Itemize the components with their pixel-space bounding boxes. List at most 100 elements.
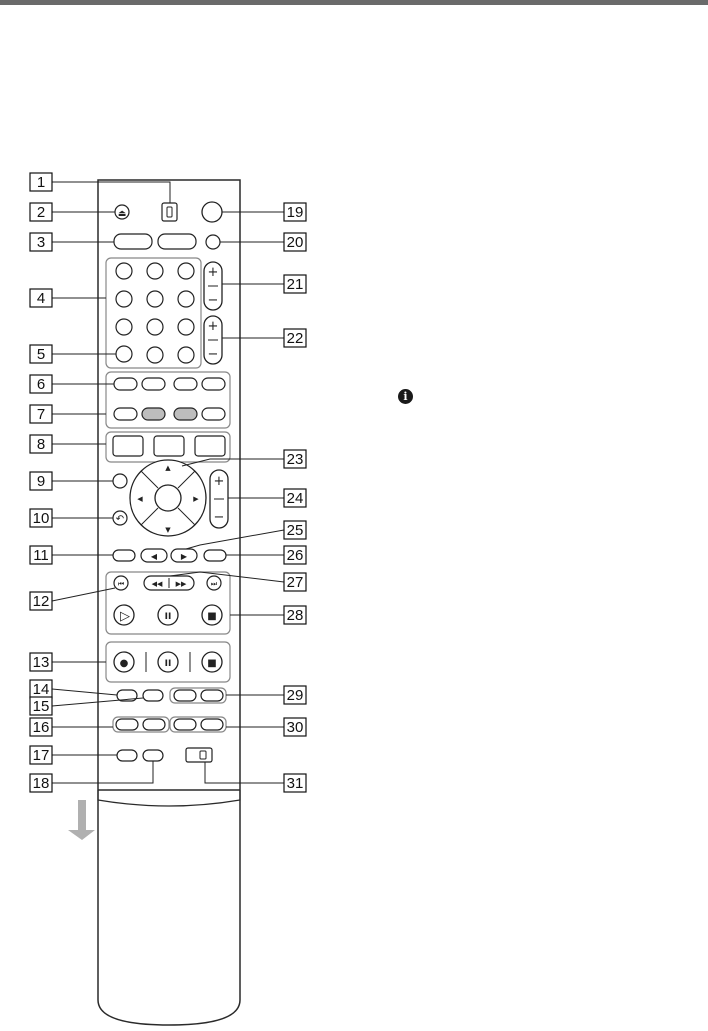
callout-2: 2 xyxy=(29,202,53,222)
oval-pair-29[interactable] xyxy=(169,687,227,704)
number-key[interactable] xyxy=(115,262,133,280)
callout-number: 9 xyxy=(37,473,45,490)
playback-controls[interactable]: ▷ II ■ xyxy=(113,604,223,626)
callout-31: 31 xyxy=(283,773,307,793)
callout-number: 2 xyxy=(37,204,45,221)
direction-pad[interactable]: ▲ ▼ ◀ ▶ xyxy=(129,459,207,537)
round-button-20[interactable] xyxy=(205,234,221,250)
callout-15: 15 xyxy=(29,696,53,716)
number-key[interactable] xyxy=(177,290,195,308)
callout-number: 3 xyxy=(37,234,45,251)
callout-6: 6 xyxy=(29,374,53,394)
callout-number: 24 xyxy=(287,490,304,507)
callout-number: 16 xyxy=(33,719,50,736)
svg-text:II: II xyxy=(165,659,172,669)
svg-text:−: − xyxy=(214,510,225,525)
callout-7: 7 xyxy=(29,404,53,424)
callout-number: 12 xyxy=(33,593,50,610)
clear-button[interactable] xyxy=(115,345,133,363)
callout-5: 5 xyxy=(29,344,53,364)
callout-number: 25 xyxy=(287,522,304,539)
number-pad[interactable] xyxy=(115,262,195,364)
callout-27: 27 xyxy=(283,572,307,592)
callout-25: 25 xyxy=(283,520,307,540)
svg-text:+: + xyxy=(214,474,225,489)
down-arrow-icon xyxy=(68,800,95,840)
color-row-frame xyxy=(105,371,231,429)
number-key[interactable] xyxy=(146,318,164,336)
callout-number: 17 xyxy=(33,747,50,764)
callout-number: 5 xyxy=(37,346,45,363)
svg-text:−: − xyxy=(208,347,219,362)
callout-number: 15 xyxy=(33,698,50,715)
power-button[interactable] xyxy=(201,201,223,223)
number-key[interactable] xyxy=(177,262,195,280)
svg-text:▶▶: ▶▶ xyxy=(176,580,187,588)
options-button[interactable] xyxy=(112,473,128,489)
callout-number: 27 xyxy=(287,574,304,591)
top-button-pair[interactable] xyxy=(113,233,197,250)
callout-3: 3 xyxy=(29,232,53,252)
number-key[interactable] xyxy=(146,262,164,280)
callout-12: 12 xyxy=(29,591,53,611)
callout-14: 14 xyxy=(29,679,53,699)
left-oval-button[interactable] xyxy=(112,549,136,562)
side-rocker[interactable]: + − xyxy=(209,469,229,529)
svg-text:↶: ↶ xyxy=(116,514,124,525)
return-button[interactable]: ↶ xyxy=(112,510,128,526)
callout-number: 1 xyxy=(37,174,45,191)
color-button-row[interactable] xyxy=(113,407,226,421)
small-button-14[interactable] xyxy=(116,689,138,702)
oval-pair-30[interactable] xyxy=(169,716,227,733)
callout-20: 20 xyxy=(283,232,307,252)
eject-button[interactable]: ⏏ xyxy=(114,204,130,220)
top-rule xyxy=(0,0,708,5)
program-rocker[interactable]: + − xyxy=(203,315,223,365)
callout-number: 22 xyxy=(287,330,304,347)
svg-text:▶: ▶ xyxy=(181,552,188,561)
next-button[interactable]: ⏭ xyxy=(206,575,222,591)
callout-number: 10 xyxy=(33,510,50,527)
callout-1: 1 xyxy=(29,172,53,192)
scan-buttons[interactable]: ◀◀ ▶▶ xyxy=(143,575,195,591)
remote-body xyxy=(97,179,241,1026)
number-key[interactable] xyxy=(177,318,195,336)
mode-button-pair[interactable] xyxy=(113,377,226,391)
volume-rocker[interactable]: + − xyxy=(203,261,223,311)
small-button-15[interactable] xyxy=(142,689,164,702)
callout-number: 8 xyxy=(37,436,45,453)
replay-advance-buttons[interactable]: ◀ ▶ xyxy=(140,548,198,563)
callout-24: 24 xyxy=(283,488,307,508)
number-key[interactable] xyxy=(115,318,133,336)
right-oval-button[interactable] xyxy=(203,549,227,562)
ir-switch[interactable] xyxy=(161,202,178,222)
callout-number: 23 xyxy=(287,451,304,468)
number-key[interactable] xyxy=(177,346,195,364)
oval-pair-16[interactable] xyxy=(112,716,170,733)
number-key[interactable] xyxy=(146,346,164,364)
callout-10: 10 xyxy=(29,508,53,528)
small-button-17[interactable] xyxy=(116,749,138,762)
callout-30: 30 xyxy=(283,717,307,737)
menu-button-row[interactable] xyxy=(112,435,226,457)
callout-number: 20 xyxy=(287,234,304,251)
tv-switch[interactable] xyxy=(185,747,213,763)
callout-28: 28 xyxy=(283,605,307,625)
callout-11: 11 xyxy=(29,545,53,565)
leader-lines xyxy=(51,181,285,784)
svg-text:⏏: ⏏ xyxy=(118,209,127,219)
callout-labels: 1234567891011121314151617181920212223242… xyxy=(29,172,307,793)
callout-number: 6 xyxy=(37,376,45,393)
number-key[interactable] xyxy=(115,290,133,308)
record-controls[interactable]: ● II ■ xyxy=(113,651,223,673)
callout-16: 16 xyxy=(29,717,53,737)
previous-button[interactable]: ⏮ xyxy=(113,575,129,591)
callout-21: 21 xyxy=(283,274,307,294)
small-button-18[interactable] xyxy=(142,749,164,762)
svg-text:■: ■ xyxy=(207,611,216,622)
number-key[interactable] xyxy=(146,290,164,308)
svg-text:▶: ▶ xyxy=(193,495,199,503)
info-icon: i xyxy=(398,389,413,404)
callout-19: 19 xyxy=(283,202,307,222)
